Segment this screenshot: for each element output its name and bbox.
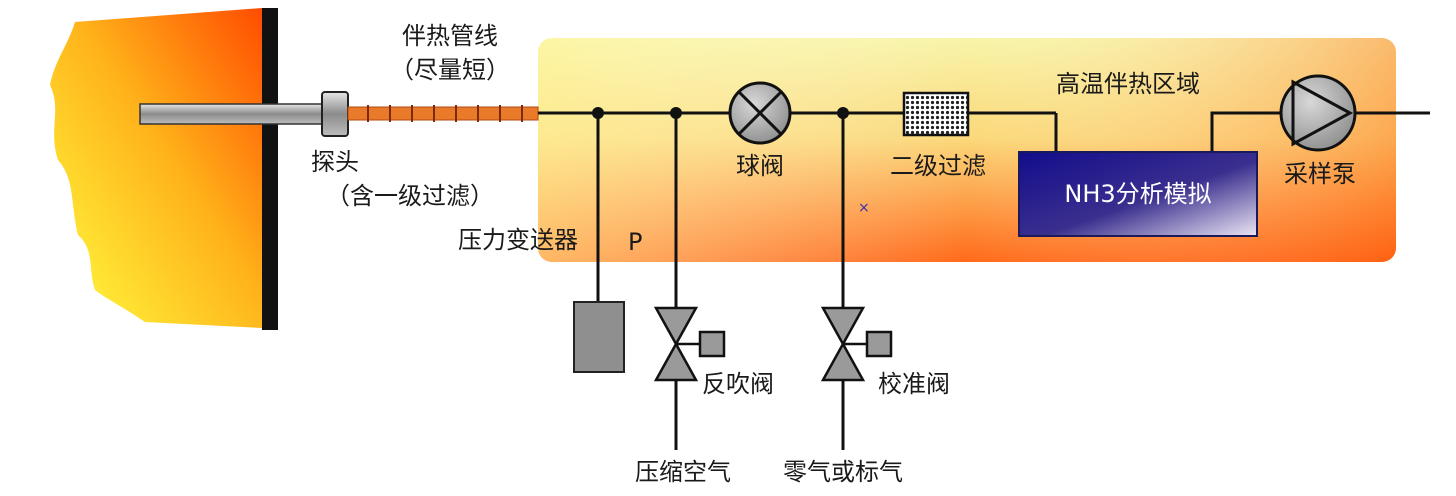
sample-pump-symbol: [1279, 74, 1357, 152]
analyzer-box: [1018, 151, 1258, 237]
sample-pump-label: 采样泵: [1284, 160, 1356, 188]
flue-stack: [50, 8, 262, 328]
heat-trace-line: [347, 106, 539, 121]
pressure-transmitter-label: 压力变送器: [458, 226, 578, 254]
secondary-filter-symbol: [902, 91, 970, 137]
ball-valve-label: 球阀: [736, 152, 784, 180]
heated-zone-label: 高温伴热区域: [1056, 70, 1200, 98]
secondary-filter-label: 二级过滤: [890, 152, 986, 180]
pressure-symbol-label: P: [628, 228, 643, 256]
blowback-valve-symbol: [653, 306, 726, 382]
marker-x: ×: [858, 200, 870, 216]
compressed-air-label: 压缩空气: [635, 458, 731, 486]
analyzer-label: NH3分析模拟: [1064, 180, 1212, 208]
calibration-valve-symbol: [820, 306, 893, 382]
junction-dot: [670, 107, 682, 119]
heat-trace-line-label: 伴热管线: [402, 22, 498, 50]
junction-dot: [837, 107, 849, 119]
heat-trace-note-label: （尽量短）: [390, 56, 510, 84]
ball-valve-symbol: [728, 81, 792, 145]
calibration-valve-label: 校准阀: [878, 370, 950, 398]
probe-note-label: （含一级过滤）: [326, 182, 494, 210]
heated-zone-shade: [538, 38, 1396, 262]
zero-span-gas-label: 零气或标气: [783, 458, 903, 486]
pressure-transmitter-box: [573, 301, 625, 373]
stack-wall: [262, 8, 278, 330]
junction-dot: [592, 107, 604, 119]
probe-rod: [139, 103, 331, 125]
probe-head: [321, 91, 349, 137]
heat-trace-ticks: [367, 105, 523, 122]
probe-label: 探头: [311, 148, 359, 176]
blowback-valve-label: 反吹阀: [702, 370, 774, 398]
